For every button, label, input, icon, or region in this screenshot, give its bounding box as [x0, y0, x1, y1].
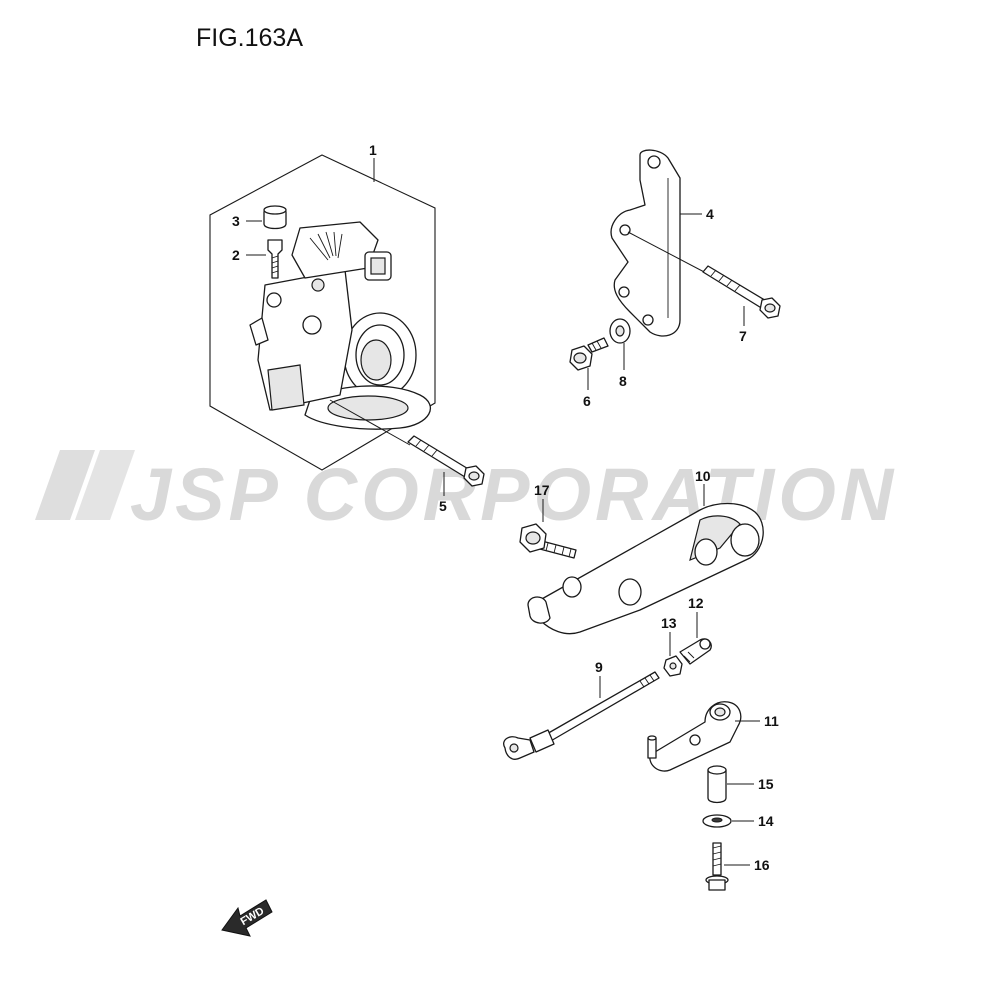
- callout-8[interactable]: 8: [619, 373, 627, 389]
- part-12-ball-joint[interactable]: [679, 638, 712, 665]
- assembly-frame: [209, 154, 436, 471]
- part-5-bolt[interactable]: [407, 435, 485, 487]
- watermark-text: JSP CORPORATION: [130, 453, 897, 536]
- callout-6[interactable]: 6: [583, 393, 591, 409]
- part-14-washer[interactable]: [702, 814, 732, 828]
- callout-17[interactable]: 17: [534, 482, 550, 498]
- callout-9[interactable]: 9: [595, 659, 603, 675]
- callout-2[interactable]: 2: [232, 247, 240, 263]
- assembly-axis-bolt-5: [329, 399, 411, 446]
- callout-15[interactable]: 15: [758, 776, 774, 792]
- part-10-lever[interactable]: [527, 502, 764, 635]
- part-9-rod[interactable]: [503, 671, 660, 760]
- callout-12[interactable]: 12: [688, 595, 704, 611]
- callout-13[interactable]: 13: [661, 615, 677, 631]
- part-4-bracket[interactable]: [610, 149, 681, 337]
- callout-16[interactable]: 16: [754, 857, 770, 873]
- watermark-logo-mark: [35, 450, 95, 520]
- callout-11[interactable]: 11: [764, 713, 779, 729]
- part-11-arm[interactable]: [647, 701, 742, 772]
- part-16-bolt[interactable]: [705, 842, 729, 891]
- part-throttle-body[interactable]: [249, 221, 432, 430]
- part-7-bolt[interactable]: [702, 265, 781, 319]
- part-17-bolt[interactable]: [519, 523, 577, 559]
- part-15-collar[interactable]: [707, 765, 727, 804]
- callout-10[interactable]: 10: [695, 468, 711, 484]
- part-2-screw[interactable]: [267, 239, 283, 279]
- part-3-cap[interactable]: [263, 205, 287, 230]
- callout-14[interactable]: 14: [758, 813, 774, 829]
- callout-7[interactable]: 7: [739, 328, 747, 344]
- callout-5[interactable]: 5: [439, 498, 447, 514]
- part-6-flange-bolt[interactable]: [569, 337, 609, 371]
- watermark: JSP CORPORATION: [35, 450, 897, 536]
- callout-3[interactable]: 3: [232, 213, 240, 229]
- figure-title: FIG.163A: [196, 24, 303, 52]
- watermark-logo-mark-2: [75, 450, 135, 520]
- forward-direction-arrow: FWD: [221, 899, 273, 937]
- callout-1[interactable]: 1: [369, 142, 377, 158]
- part-13-nut[interactable]: [663, 655, 683, 677]
- assembly-axis-bolt-7: [627, 231, 709, 275]
- part-8-washer[interactable]: [609, 318, 631, 344]
- callout-4[interactable]: 4: [706, 206, 714, 222]
